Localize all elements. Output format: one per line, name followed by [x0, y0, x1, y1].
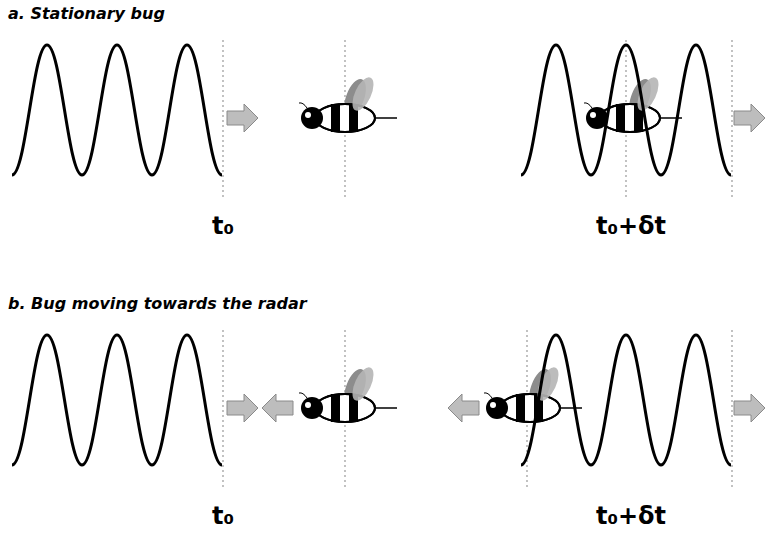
panel-heading: b. Bug moving towards the radar [8, 294, 307, 313]
panel-a [12, 40, 765, 200]
bug-icon [584, 74, 682, 132]
dotted-marker [731, 330, 732, 490]
radar-wave [12, 45, 222, 175]
dotted-marker [222, 330, 223, 490]
time-label: t₀ [212, 502, 234, 531]
wave-direction-arrow [227, 104, 258, 132]
bug-icon [299, 74, 397, 132]
dotted-marker [222, 40, 223, 200]
panel-b [12, 330, 765, 490]
time-label: t₀ [212, 212, 234, 241]
time-label: t₀+δt [596, 212, 666, 241]
wave-direction-arrow [734, 394, 765, 422]
dotted-marker [731, 40, 732, 200]
radar-wave [12, 335, 222, 465]
time-label: t₀+δt [596, 502, 666, 531]
radar-wave [521, 335, 731, 465]
bug-icon [484, 364, 582, 422]
wave-direction-arrow [227, 394, 258, 422]
bug-direction-arrow [448, 394, 479, 422]
wave-direction-arrow [734, 104, 765, 132]
radar-wave [521, 45, 731, 175]
panel-heading: a. Stationary bug [8, 4, 165, 23]
bug-icon [299, 364, 397, 422]
bug-direction-arrow [262, 394, 293, 422]
